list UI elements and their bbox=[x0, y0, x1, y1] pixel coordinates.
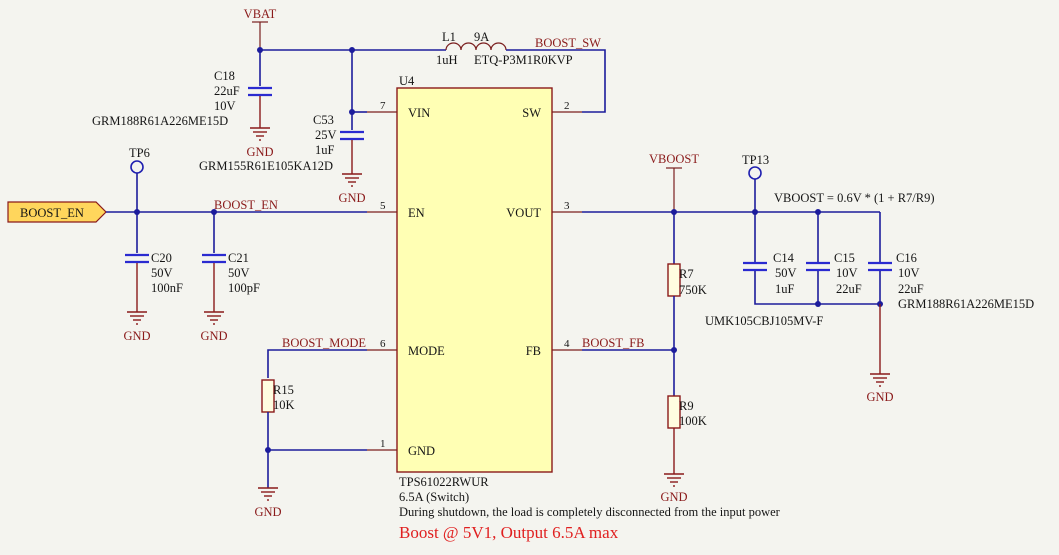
c21-value: 100pF bbox=[228, 281, 260, 295]
gnd-symbol bbox=[870, 373, 890, 387]
gnd-label: GND bbox=[338, 191, 365, 205]
net-boost-fb: BOOST_FB bbox=[582, 336, 645, 350]
c18-voltage: 10V bbox=[214, 99, 236, 113]
gnd-label: GND bbox=[200, 329, 227, 343]
c14-voltage: 50V bbox=[775, 266, 797, 280]
c53-part: GRM155R61E105KA12D bbox=[199, 159, 333, 173]
vboost-label: VBOOST bbox=[649, 152, 699, 166]
c14-ref: C14 bbox=[773, 251, 795, 265]
pin-mode-num: 6 bbox=[380, 338, 386, 350]
c15-value: 22uF bbox=[836, 282, 862, 296]
ic-desc: 6.5A (Switch) bbox=[399, 490, 469, 504]
inductor-current: 9A bbox=[474, 30, 489, 44]
tp13-label: TP13 bbox=[742, 153, 769, 167]
c53-voltage: 25V bbox=[315, 128, 337, 142]
pin-fb-name: FB bbox=[526, 344, 541, 358]
shutdown-note: During shutdown, the load is completely … bbox=[399, 505, 781, 519]
c14-part: UMK105CBJ105MV-F bbox=[705, 314, 823, 328]
gnd-label: GND bbox=[123, 329, 150, 343]
c15-voltage: 10V bbox=[836, 266, 858, 280]
gnd-symbol bbox=[127, 311, 147, 325]
mode-net-wire bbox=[267, 349, 367, 378]
gnd-label: GND bbox=[866, 390, 893, 404]
c20-value: 100nF bbox=[151, 281, 183, 295]
c20-ref: C20 bbox=[151, 251, 172, 265]
net-boost-sw: BOOST_SW bbox=[535, 36, 601, 50]
tp6-label: TP6 bbox=[129, 146, 150, 160]
r9-ref: R9 bbox=[679, 399, 694, 413]
ic-part: TPS61022RWUR bbox=[399, 475, 489, 489]
sw-net-wire bbox=[506, 49, 606, 113]
r7-value: 750K bbox=[679, 283, 707, 297]
inductor-ref: L1 bbox=[442, 30, 456, 44]
c14-value: 1uF bbox=[775, 282, 795, 296]
tp13-circle[interactable] bbox=[748, 166, 762, 180]
inductor-part: ETQ-P3M1R0KVP bbox=[474, 53, 573, 67]
c16-part: GRM188R61A226ME15D bbox=[898, 297, 1034, 311]
inductor-value: 1uH bbox=[436, 53, 458, 67]
ic-ref: U4 bbox=[399, 74, 415, 88]
junction bbox=[815, 301, 821, 307]
c16-ref: C16 bbox=[896, 251, 917, 265]
output-cap-gnd-bus bbox=[754, 271, 880, 305]
net-boost-en: BOOST_EN bbox=[214, 198, 278, 212]
ic-body bbox=[396, 87, 553, 473]
c20-voltage: 50V bbox=[151, 266, 173, 280]
r9-value: 100K bbox=[679, 414, 707, 428]
gnd-symbol bbox=[250, 127, 270, 141]
r15-value: 10K bbox=[273, 398, 295, 412]
c18-part: GRM188R61A226ME15D bbox=[92, 114, 228, 128]
c16-voltage: 10V bbox=[898, 266, 920, 280]
c53-ref: C53 bbox=[313, 113, 334, 127]
r7-ref: R7 bbox=[679, 267, 694, 281]
c21-voltage: 50V bbox=[228, 266, 250, 280]
vbat-label: VBAT bbox=[244, 7, 277, 21]
c15-ref: C15 bbox=[834, 251, 855, 265]
c16-value: 22uF bbox=[898, 282, 924, 296]
pin-gnd-name: GND bbox=[408, 444, 435, 458]
pin-en-name: EN bbox=[408, 206, 425, 220]
junction bbox=[349, 109, 355, 115]
tp6-circle[interactable] bbox=[130, 160, 144, 174]
pin-sw-num: 2 bbox=[564, 100, 570, 112]
c18-ref: C18 bbox=[214, 69, 235, 83]
pin-vout-num: 3 bbox=[564, 200, 570, 212]
pin-vin-name: VIN bbox=[408, 106, 430, 120]
gnd-symbol bbox=[204, 311, 224, 325]
net-boost-mode: BOOST_MODE bbox=[282, 336, 366, 350]
pin-vin-num: 7 bbox=[380, 100, 386, 112]
pin-en-num: 5 bbox=[380, 200, 386, 212]
r15-ref: R15 bbox=[273, 383, 294, 397]
junction bbox=[265, 447, 271, 453]
pin-fb-num: 4 bbox=[564, 338, 570, 350]
junction bbox=[671, 347, 677, 353]
pin-gnd-num: 1 bbox=[380, 438, 386, 450]
gnd-label: GND bbox=[660, 490, 687, 504]
gnd-label: GND bbox=[254, 505, 281, 519]
formula-note: VBOOST = 0.6V * (1 + R7/R9) bbox=[774, 191, 935, 205]
gnd-symbol bbox=[258, 487, 278, 501]
c21-ref: C21 bbox=[228, 251, 249, 265]
port-boost-en[interactable] bbox=[7, 201, 107, 223]
pin-mode-name: MODE bbox=[408, 344, 445, 358]
pin-sw-name: SW bbox=[522, 106, 541, 120]
port-boost-en-label: BOOST_EN bbox=[20, 206, 84, 220]
c53-value: 1uF bbox=[315, 143, 335, 157]
gnd-symbol bbox=[664, 473, 684, 487]
gnd-label: GND bbox=[246, 145, 273, 159]
gnd-symbol bbox=[342, 173, 362, 187]
c18-value: 22uF bbox=[214, 84, 240, 98]
inductor-l1 bbox=[445, 42, 507, 51]
title-note: Boost @ 5V1, Output 6.5A max bbox=[399, 523, 619, 542]
pin-vout-name: VOUT bbox=[506, 206, 541, 220]
